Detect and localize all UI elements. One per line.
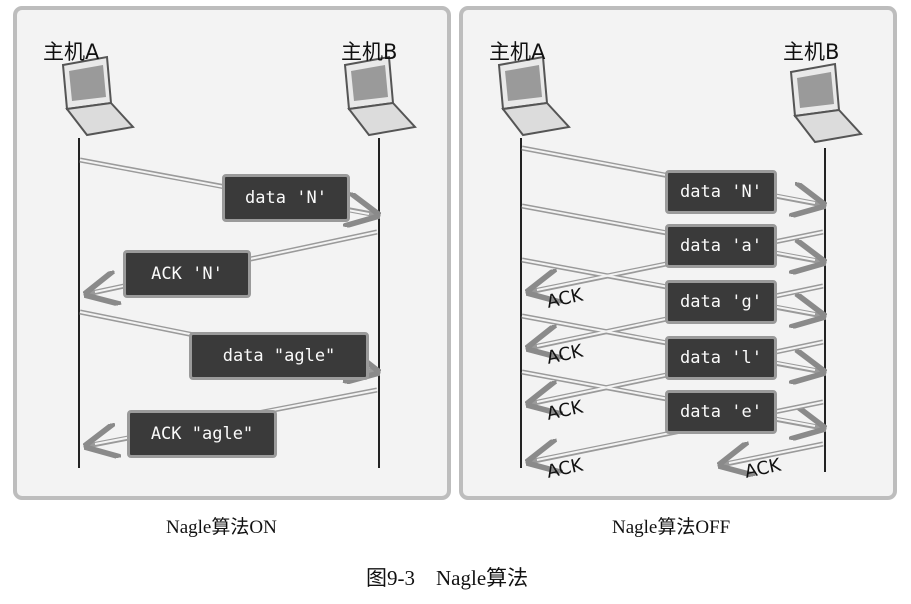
- laptop-icon: [497, 55, 571, 137]
- host-b-label: 主机B: [783, 40, 840, 64]
- data-agle-box: data "agle": [189, 332, 369, 380]
- ack-N-box: ACK 'N': [123, 250, 251, 298]
- data-l-box: data 'l': [665, 336, 777, 380]
- host-a-label: 主机A: [43, 40, 100, 64]
- laptop-icon: [61, 55, 135, 137]
- host-b-label: 主机B: [341, 40, 398, 64]
- ack-agle-box: ACK "agle": [127, 410, 277, 458]
- nagle-off-panel: 主机A 主机B data 'N' data 'a' data 'g' data …: [459, 6, 897, 500]
- figure-caption: 图9-3 Nagle算法: [366, 566, 529, 590]
- nagle-on-panel: 主机A 主机B data 'N' ACK 'N' data "agle" ACK…: [13, 6, 451, 500]
- nagle-off-caption: Nagle算法OFF: [612, 517, 731, 538]
- data-a-box: data 'a': [665, 224, 777, 268]
- nagle-on-caption: Nagle算法ON: [166, 517, 277, 538]
- laptop-icon: [789, 62, 863, 144]
- data-g-box: data 'g': [665, 280, 777, 324]
- host-a-label: 主机A: [489, 40, 546, 64]
- laptop-icon: [343, 55, 417, 137]
- data-N-box: data 'N': [665, 170, 777, 214]
- data-N-box: data 'N': [222, 174, 350, 222]
- data-e-box: data 'e': [665, 390, 777, 434]
